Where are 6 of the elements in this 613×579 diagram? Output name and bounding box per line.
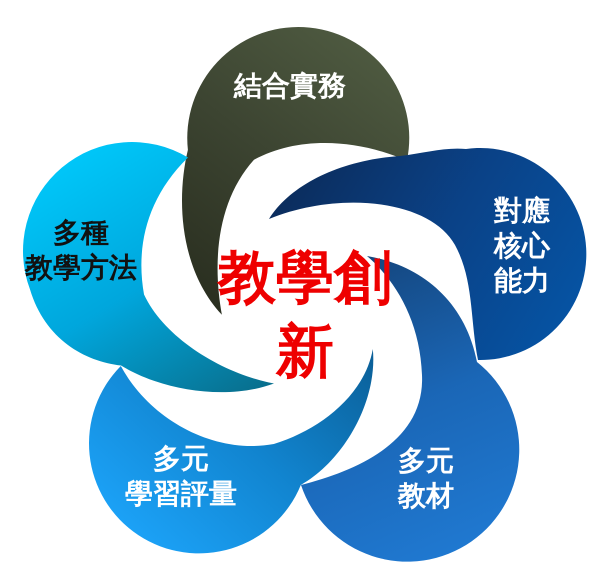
- petal-label: 結合實務: [232, 68, 347, 104]
- petal-label: 多種教學方法: [24, 215, 138, 286]
- center-title: 教學創新: [216, 242, 393, 387]
- petal-label: 對應核心能力: [492, 193, 552, 298]
- petal-label: 多元學習評量: [124, 440, 238, 510]
- petal-label: 多元教材: [396, 442, 455, 512]
